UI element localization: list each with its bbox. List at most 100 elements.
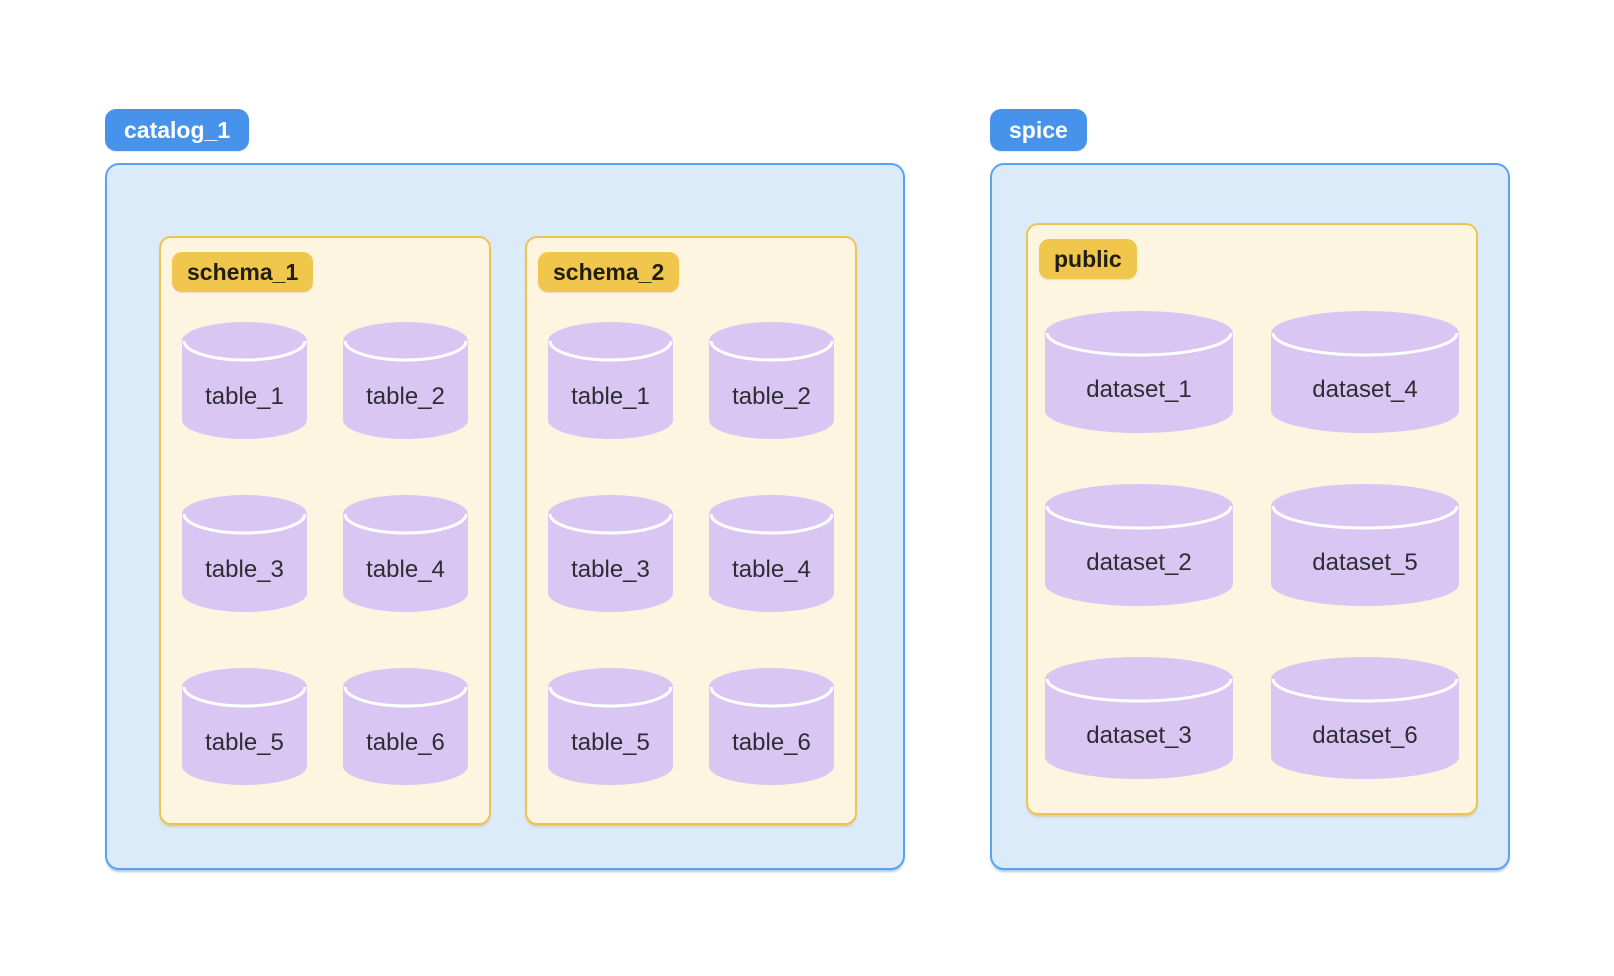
cylinder-body	[548, 668, 673, 785]
cylinder-label: dataset_3	[1086, 722, 1191, 749]
database-cylinder: table_2	[709, 322, 834, 439]
cylinder-body	[1045, 311, 1233, 433]
cylinder-label: table_4	[366, 556, 445, 583]
cylinder-top-edge	[548, 513, 673, 535]
cylinder-body	[709, 668, 834, 785]
cylinder-label: table_1	[571, 383, 650, 410]
cylinder-top-edge	[548, 340, 673, 362]
cylinder-icon: table_6	[709, 668, 834, 785]
cylinder-body	[182, 668, 307, 785]
cylinder-label: table_3	[205, 556, 284, 583]
cylinder-icon: table_1	[548, 322, 673, 439]
cylinder-top-edge	[1271, 332, 1459, 357]
database-cylinder: dataset_3	[1045, 657, 1233, 779]
cylinder-label: dataset_1	[1086, 376, 1191, 403]
cylinder-icon: table_4	[709, 495, 834, 612]
database-cylinder: table_3	[182, 495, 307, 612]
cylinder-top-edge	[709, 686, 834, 708]
schema-1-tables-grid: table_1 table_2 table_3 table_4 table_5 table…	[161, 322, 489, 785]
cylinder-body	[1045, 484, 1233, 606]
database-cylinder: dataset_2	[1045, 484, 1233, 606]
cylinder-body	[343, 668, 468, 785]
database-cylinder: table_5	[182, 668, 307, 785]
cylinder-label: dataset_5	[1312, 549, 1417, 576]
cylinder-body	[1271, 311, 1459, 433]
cylinder-top-edge	[709, 340, 834, 362]
cylinder-icon: table_1	[182, 322, 307, 439]
database-cylinder: table_1	[182, 322, 307, 439]
cylinder-label: table_5	[571, 729, 650, 756]
cylinder-body	[1045, 657, 1233, 779]
cylinder-icon: table_5	[548, 668, 673, 785]
database-cylinder: table_6	[709, 668, 834, 785]
database-cylinder: table_1	[548, 322, 673, 439]
cylinder-top-edge	[1045, 332, 1233, 357]
cylinder-label: table_6	[366, 729, 445, 756]
cylinder-icon: dataset_5	[1271, 484, 1459, 606]
cylinder-label: table_3	[571, 556, 650, 583]
cylinder-label: table_4	[732, 556, 811, 583]
cylinder-body	[548, 322, 673, 439]
cylinder-label: table_6	[732, 729, 811, 756]
database-cylinder: table_5	[548, 668, 673, 785]
cylinder-body	[343, 322, 468, 439]
cylinder-icon: table_4	[343, 495, 468, 612]
cylinder-top-edge	[343, 513, 468, 535]
cylinder-icon: dataset_2	[1045, 484, 1233, 606]
cylinder-label: table_1	[205, 383, 284, 410]
cylinder-top-edge	[182, 513, 307, 535]
cylinder-body	[343, 495, 468, 612]
cylinder-body	[182, 495, 307, 612]
cylinder-top-edge	[1045, 505, 1233, 530]
cylinder-label: table_2	[732, 383, 811, 410]
cylinder-label: dataset_2	[1086, 549, 1191, 576]
cylinder-icon: table_2	[709, 322, 834, 439]
cylinder-body	[182, 322, 307, 439]
schema-2-label: schema_2	[538, 252, 680, 292]
cylinder-top-edge	[343, 340, 468, 362]
catalog-1-label: catalog_1	[105, 109, 250, 151]
cylinder-top-edge	[1271, 678, 1459, 703]
cylinder-top-edge	[182, 686, 307, 708]
cylinder-top-edge	[182, 340, 307, 362]
database-cylinder: table_6	[343, 668, 468, 785]
cylinder-top-edge	[1045, 678, 1233, 703]
cylinder-icon: table_6	[343, 668, 468, 785]
cylinder-body	[709, 495, 834, 612]
cylinder-icon: dataset_3	[1045, 657, 1233, 779]
database-cylinder: dataset_5	[1271, 484, 1459, 606]
database-cylinder: dataset_1	[1045, 311, 1233, 433]
cylinder-icon: dataset_1	[1045, 311, 1233, 433]
database-cylinder: table_3	[548, 495, 673, 612]
cylinder-label: table_5	[205, 729, 284, 756]
cylinder-body	[548, 495, 673, 612]
database-cylinder: table_4	[709, 495, 834, 612]
cylinder-label: dataset_4	[1312, 376, 1417, 403]
cylinder-top-edge	[343, 686, 468, 708]
cylinder-icon: dataset_6	[1271, 657, 1459, 779]
public-label: public	[1039, 239, 1137, 279]
cylinder-body	[709, 322, 834, 439]
cylinder-top-edge	[709, 513, 834, 535]
cylinder-icon: table_5	[182, 668, 307, 785]
schema-2-tables-grid: table_1 table_2 table_3 table_4 table_5 table…	[527, 322, 855, 785]
schema-1-label: schema_1	[172, 252, 314, 292]
cylinder-icon: table_3	[182, 495, 307, 612]
spice-label: spice	[990, 109, 1087, 151]
cylinder-top-edge	[1271, 505, 1459, 530]
database-cylinder: dataset_4	[1271, 311, 1459, 433]
cylinder-top-edge	[548, 686, 673, 708]
cylinder-body	[1271, 484, 1459, 606]
cylinder-icon: table_3	[548, 495, 673, 612]
database-cylinder: table_2	[343, 322, 468, 439]
database-cylinder: table_4	[343, 495, 468, 612]
cylinder-icon: dataset_4	[1271, 311, 1459, 433]
cylinder-label: table_2	[366, 383, 445, 410]
cylinder-icon: table_2	[343, 322, 468, 439]
